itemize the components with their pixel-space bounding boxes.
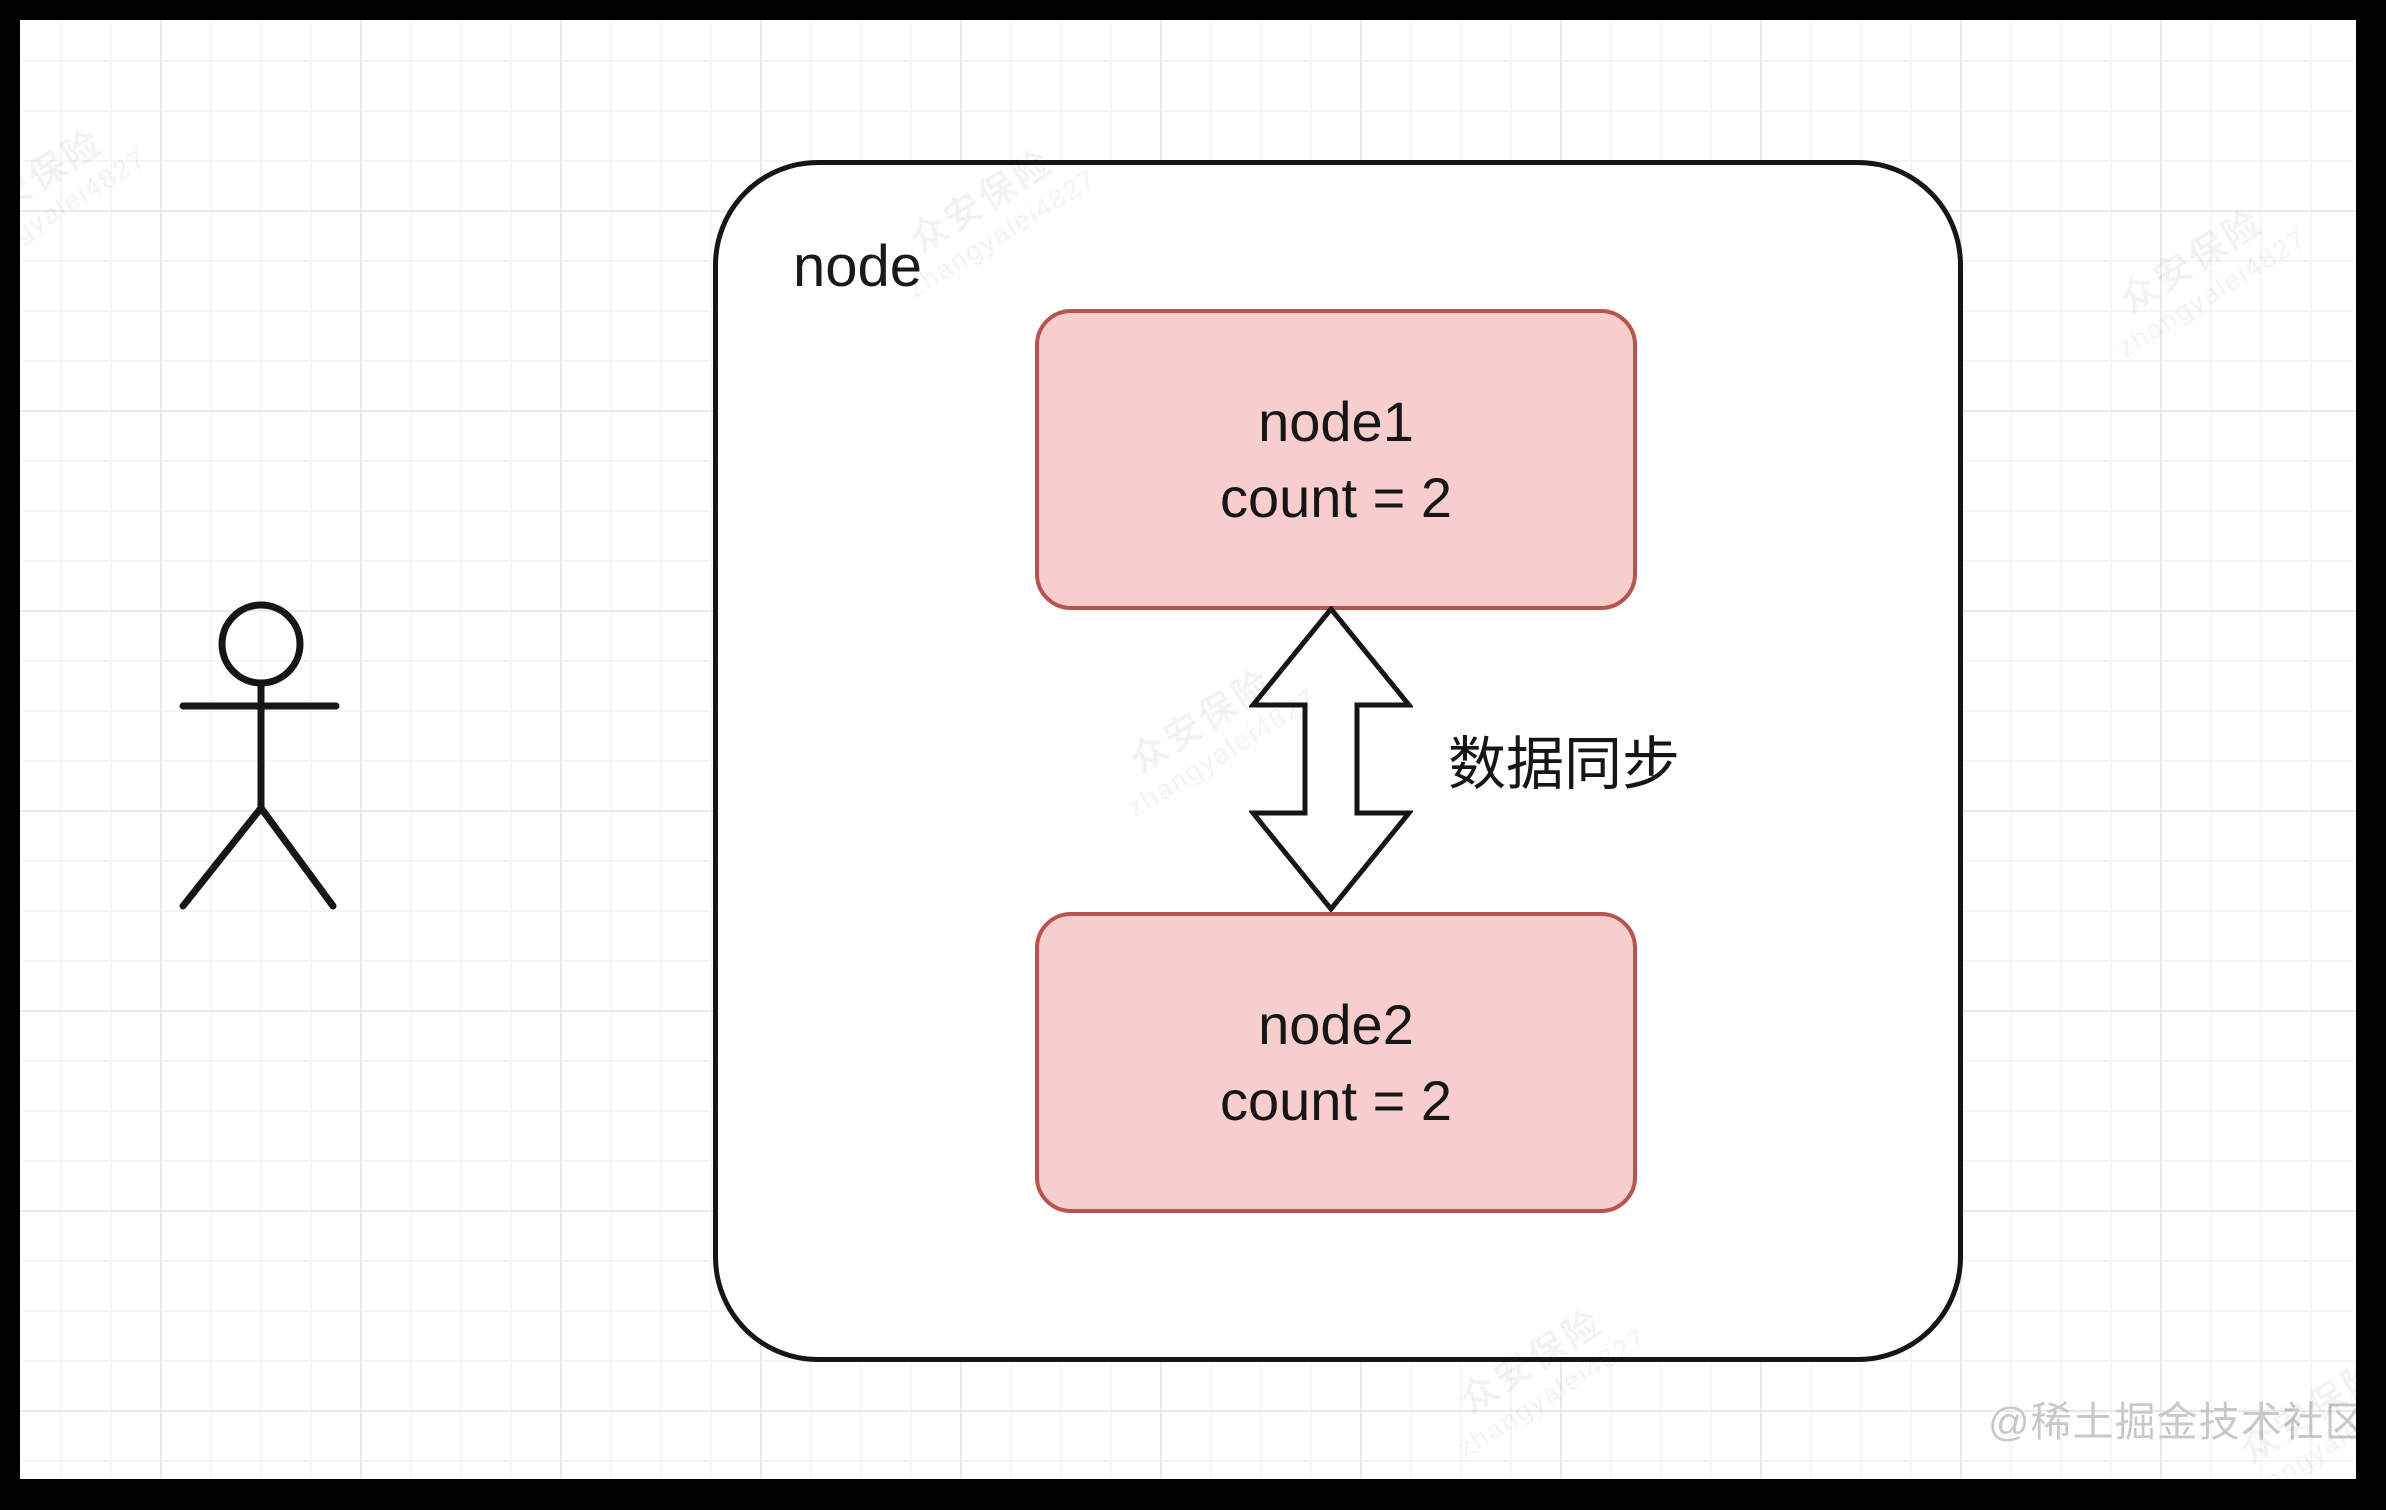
- node2-box: node2 count = 2: [1035, 912, 1637, 1213]
- node2-title: node2: [1258, 992, 1414, 1056]
- diagonal-watermark-tile: 众安保险zhangyalei4827: [20, 99, 153, 284]
- node1-box: node1 count = 2: [1035, 309, 1637, 610]
- double-arrow-shape: [1249, 606, 1413, 912]
- node1-title: node1: [1258, 389, 1414, 453]
- sync-arrow-label: 数据同步: [1448, 732, 1681, 797]
- credit-watermark: @稀土掘金技术社区: [1988, 1399, 2356, 1445]
- diagonal-watermark-tile: 众安保险zhangyalei4827: [2085, 179, 2313, 364]
- node1-count: count = 2: [1220, 465, 1452, 529]
- node-container-label: node: [793, 234, 923, 299]
- double-arrow-icon: [1249, 606, 1413, 912]
- actor-left-leg: [179, 804, 265, 910]
- diagram-canvas: node node1 count = 2 数据同步 node2 count = …: [20, 20, 2356, 1479]
- node2-count: count = 2: [1220, 1068, 1452, 1132]
- actor-head: [218, 601, 304, 687]
- actor-right-leg: [257, 804, 337, 910]
- actor-icon: [179, 601, 340, 910]
